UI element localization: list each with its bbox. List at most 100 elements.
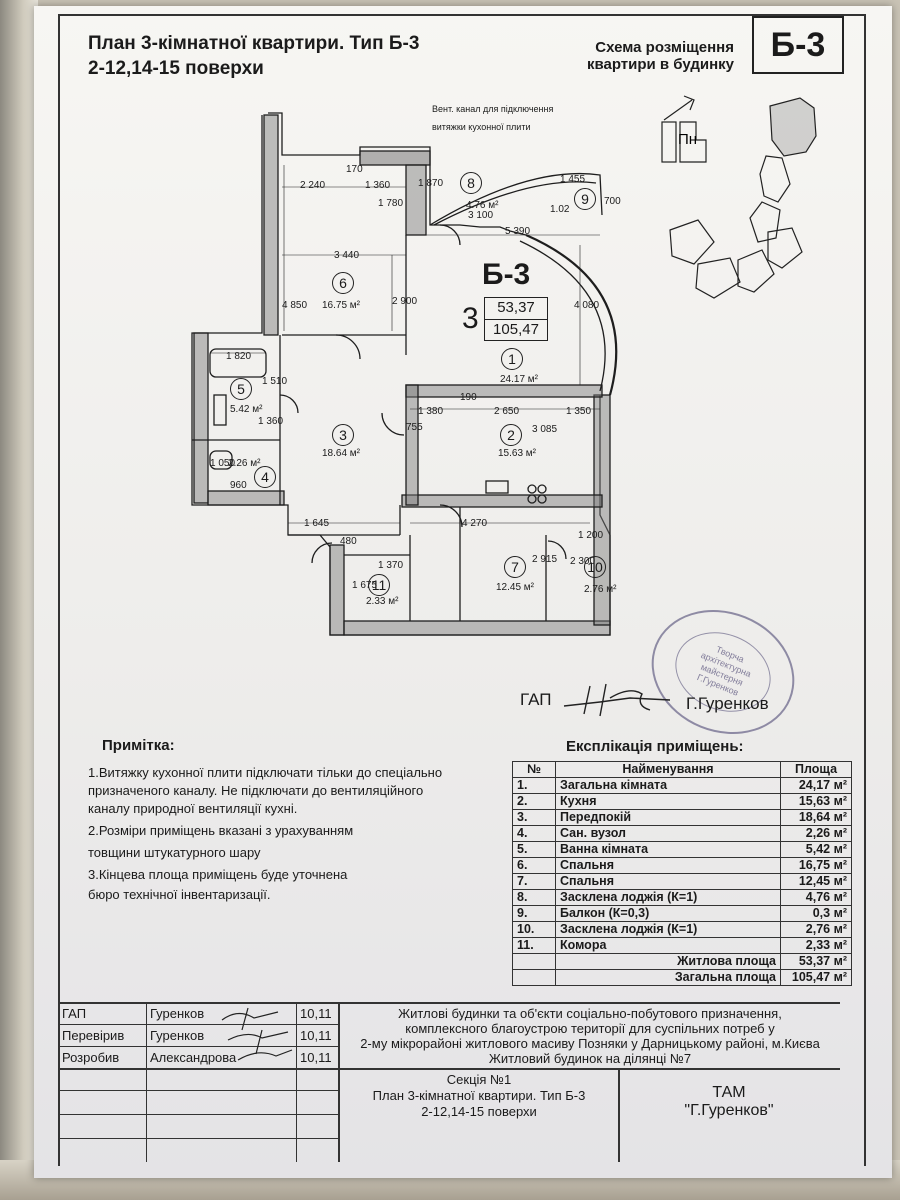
dim-label: 170 [346, 164, 363, 175]
dim-label: 1 200 [578, 530, 604, 541]
note-line: 2.Розміри приміщень вказані з урахування… [88, 823, 354, 838]
row-num: 6. [512, 857, 556, 874]
tb-date: 10,11 [300, 1028, 332, 1043]
tb-person: Гуренков [150, 1006, 205, 1021]
drawing-frame [58, 14, 866, 1166]
row-name: Спальня [555, 873, 781, 890]
room-marker: 10 [584, 556, 606, 578]
dim-label: 190 [460, 392, 477, 403]
tb-border [338, 1002, 340, 1162]
scheme-title-2: квартири в будинку [586, 56, 734, 73]
row-name: Загальна кімната [555, 777, 781, 794]
row-area: 2,33 м² [780, 937, 852, 954]
tb-border [296, 1002, 297, 1162]
row-num: 8. [512, 889, 556, 906]
row-name: Передпокій [555, 809, 781, 826]
dim-label: 1 510 [262, 376, 288, 387]
dim-label: 1 050 [210, 458, 236, 469]
signature-mark [563, 683, 671, 717]
total-area-value: 105,47 [493, 321, 539, 338]
total-label: Житлова площа [555, 953, 781, 970]
signatures-mark [221, 1007, 293, 1061]
note-line: бюро технічної інвентаризації. [88, 887, 271, 902]
row-area: 12,45 м² [780, 873, 852, 890]
room-marker: 4 [254, 466, 276, 488]
dim-label: 1 870 [418, 178, 444, 189]
room-marker: 8 [460, 172, 482, 194]
row-num: 7. [512, 873, 556, 890]
tb-role: Розробив [62, 1050, 120, 1065]
north-label: Пн [678, 131, 697, 148]
tb-border [58, 1114, 338, 1115]
table-row: 9.Балкон (К=0,3)0,3 м² [512, 905, 852, 922]
dim-label: 755 [406, 422, 423, 433]
dim-label: 1 350 [566, 406, 592, 417]
dim-label: 1 820 [226, 351, 252, 362]
room-area: 18.64 м² [322, 448, 361, 459]
scheme-title-1: Схема розміщення [595, 39, 734, 56]
room-area: 2.26 м² [228, 458, 261, 469]
project-line: Житлові будинки та об'єкти соціально-поб… [398, 1006, 782, 1021]
dim-label: 480 [340, 536, 357, 547]
dim-label: 4 270 [462, 518, 488, 529]
notes-title: Примітка: [102, 737, 175, 754]
row-num: 2. [512, 793, 556, 810]
project-line: Житловий будинок на ділянці №7 [488, 1051, 692, 1066]
studio-name: "Г.Гуренков" [684, 1102, 774, 1119]
note-line: каналу природної вентиляції кухні. [88, 801, 298, 816]
tb-date: 10,11 [300, 1050, 332, 1065]
tb-person: Гуренков [150, 1028, 205, 1043]
room-area: 1.02 [550, 204, 570, 215]
type-code-box: Б-3 [752, 16, 844, 74]
dim-label: 960 [230, 480, 247, 491]
dim-label: 4 850 [282, 300, 308, 311]
studio-name: ТАМ [712, 1084, 746, 1101]
dim-label: 1 360 [258, 416, 284, 427]
dim-label: 1 370 [378, 560, 404, 571]
room-area: 15.63 м² [498, 448, 537, 459]
sleeve-left-edge [0, 0, 38, 1200]
table-row: 10.Засклена лоджія (К=1)2,76 м² [512, 921, 852, 938]
header-cell: Площа [780, 761, 852, 778]
tb-border [58, 1138, 338, 1139]
dim-label: 700 [604, 196, 621, 207]
dim-label: 2 650 [494, 406, 520, 417]
tb-border [146, 1002, 147, 1162]
dim-label: 1 780 [378, 198, 404, 209]
header-cell: Найменування [555, 761, 781, 778]
row-area: 4,76 м² [780, 889, 852, 906]
tb-person: Александрова [150, 1050, 237, 1065]
vent-note-1: Вент. канал для підключення [432, 104, 554, 114]
tb-border [58, 1090, 338, 1091]
floor-plan-drawing [191, 112, 618, 636]
dim-label: 1 380 [418, 406, 444, 417]
dim-label: 2 915 [532, 554, 558, 565]
row-area: 2,26 м² [780, 825, 852, 842]
header-cell: № [512, 761, 556, 778]
room-area: 12.45 м² [496, 582, 535, 593]
sheet-line: Секція №1 [446, 1072, 512, 1087]
building-site-scheme: Пн [661, 95, 817, 299]
row-area: 0,3 м² [780, 905, 852, 922]
gap-label: ГАП [520, 690, 552, 709]
tb-date: 10,11 [300, 1006, 332, 1021]
dim-label: 1 645 [304, 518, 330, 529]
rooms-count: 3 [462, 302, 479, 335]
tb-border [58, 1068, 840, 1070]
note-line: призначеного каналу. Не підключати до ве… [88, 783, 424, 798]
row-name: Кухня [555, 793, 781, 810]
dim-label: 1 455 [560, 174, 586, 185]
room-marker: 6 [332, 272, 354, 294]
note-line: товщини штукатурного шару [88, 845, 261, 860]
row-num: 9. [512, 905, 556, 922]
table-header-row: № Найменування Площа [512, 761, 852, 778]
tb-role: Перевірив [62, 1028, 125, 1043]
row-name: Ванна кімната [555, 841, 781, 858]
row-area: 5,42 м² [780, 841, 852, 858]
room-area: 5.42 м² [230, 404, 263, 415]
